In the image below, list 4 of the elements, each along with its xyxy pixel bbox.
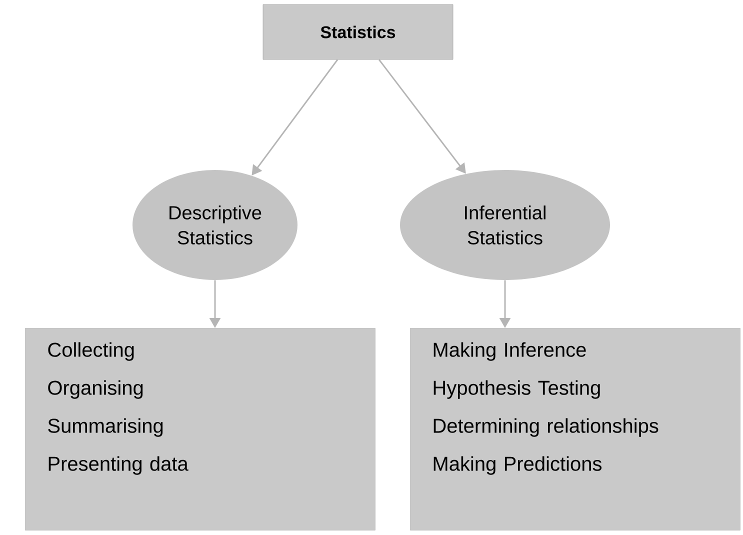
- arrow: [252, 59, 338, 176]
- title-box: Statistics: [262, 4, 454, 60]
- list-box: Collecting Organising Summarising Presenting data: [25, 328, 376, 530]
- list-box: Making Inference Hypothesis Testing Determining relationships Making Predictions: [410, 328, 740, 530]
